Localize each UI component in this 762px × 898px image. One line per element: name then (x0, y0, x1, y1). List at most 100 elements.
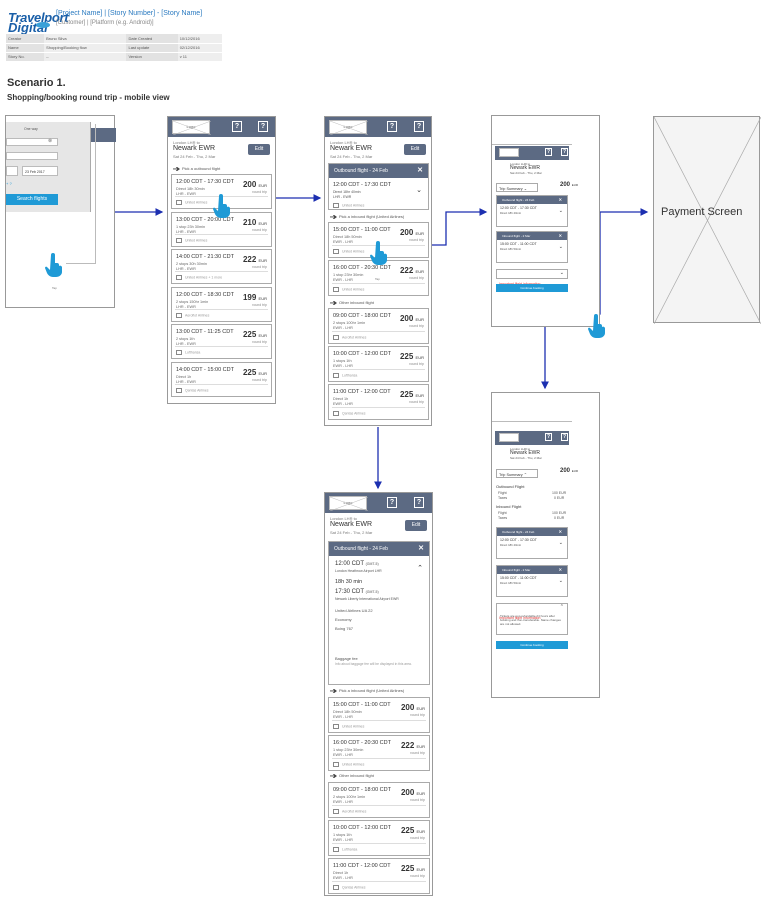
close-icon[interactable]: ✕ (417, 167, 423, 174)
continue-booking-button[interactable]: Continue booking (496, 641, 568, 649)
airline-row: United Airlines (333, 249, 364, 254)
airline-logo-icon (176, 350, 182, 355)
plane-icon (330, 214, 337, 219)
outbound-label: Outbound Flight (496, 484, 525, 489)
help-icon[interactable]: ? (258, 121, 268, 132)
app-header: Logo ? ? (325, 117, 431, 137)
outbound-summary-card[interactable]: Outbound flight - 24 Feb✕ 12:00 CDT - 17… (496, 527, 568, 559)
search-flights-button[interactable]: Search flights (6, 194, 58, 205)
baggage-title: Baggage fee (335, 656, 358, 661)
help-icon[interactable]: ? (545, 433, 552, 441)
flight-route: LHR - EWR (176, 304, 196, 309)
help-icon[interactable]: ? (414, 121, 424, 132)
help-icon[interactable]: ? (387, 497, 397, 508)
flight-info: Direct 18h 30min (176, 187, 205, 191)
flight-info: Direct 18h 50min (333, 235, 362, 239)
chevron-down-icon[interactable]: ⌄ (558, 208, 563, 214)
airline-logo-icon (333, 847, 339, 852)
airline-row: Lufthansa (176, 350, 200, 355)
price-value: 222 (400, 741, 415, 750)
from-field[interactable] (6, 138, 58, 146)
placeholder-cross (653, 116, 762, 325)
route-origin: London LHR to (330, 140, 357, 145)
trip-summary-select[interactable]: Trip Summary ⌄ (496, 183, 538, 192)
airline-logo-icon (176, 387, 182, 393)
flight-time: 11:00 CDT - 12:00 CDT (333, 863, 391, 869)
close-icon[interactable]: ✕ (558, 529, 562, 534)
airline-row: United Airlines (333, 724, 364, 729)
important-info-panel[interactable]: Important flight information⌃ Tickets ar… (496, 603, 568, 635)
flight-price: 222 EUR (400, 266, 424, 275)
continue-booking-button[interactable]: Continue booking (496, 284, 568, 292)
airline-row: United Airlines (176, 200, 207, 205)
chevron-down-icon[interactable]: ⌄ (558, 540, 563, 546)
clear-icon[interactable]: ⊗ (48, 138, 53, 144)
depart-field[interactable] (6, 166, 18, 176)
help-icon[interactable]: ? (232, 121, 242, 132)
flight-time: 12:00 CDT - 18:30 CDT (176, 291, 234, 298)
section-label: Other inbound flight (339, 300, 374, 305)
divider (332, 805, 426, 806)
section-title: Other inbound flight (330, 773, 374, 778)
outbound-summary-card[interactable]: Outbound flight - 24 Feb✕ 12:00 CDT - 17… (496, 195, 568, 227)
return-field[interactable]: 23 Feb 2017 (22, 166, 58, 176)
trip-summary-select[interactable]: Trip Summary ⌃ (496, 469, 538, 478)
edit-button[interactable]: Edit (248, 144, 270, 155)
meta-key: Last update (126, 43, 178, 53)
meta-value: 10/12/2016 (177, 34, 222, 44)
chevron-up-icon[interactable]: ⌃ (417, 565, 423, 572)
flight-price: 200 EUR (401, 703, 425, 712)
selected-outbound-card[interactable]: Outbound flight - 24 Feb✕ 12:00 CDT - 17… (328, 163, 429, 210)
airline-row: Qantas Airlines (176, 387, 209, 393)
inbound-summary-card[interactable]: Inbound flight - 2 Mar✕ 15:00 CDT - 11:0… (496, 565, 568, 597)
price-value: 222 (242, 255, 257, 264)
close-icon[interactable]: ✕ (558, 233, 562, 238)
tap-label: Tap (375, 277, 380, 281)
tap-label: Tap (52, 286, 57, 290)
airline-logo-icon (333, 885, 339, 890)
airline-name: Aeroflot Airlines (342, 335, 367, 340)
flight-time: 16:00 CDT - 20:30 CDT (333, 265, 391, 271)
logo-placeholder: Logo (329, 496, 368, 511)
chevron-down-icon[interactable]: ⌄ (416, 187, 422, 194)
close-icon[interactable]: ✕ (558, 567, 562, 572)
important-info-toggle[interactable]: Important flight information⌄ (496, 269, 568, 286)
close-icon[interactable]: ✕ (558, 197, 562, 202)
chevron-down-icon[interactable]: ⌄ (558, 578, 563, 584)
inbound-summary-card[interactable]: Inbound flight - 2 Mar✕ 15:00 CDT - 11:0… (496, 231, 568, 263)
round-trip-label: round trip (410, 798, 425, 802)
outbound-header: Outbound flight - 24 Feb✕ (329, 164, 428, 178)
help-icon[interactable]: ? (561, 148, 568, 156)
airline-name: United Airlines (342, 724, 365, 729)
expanded-outbound-card[interactable]: Outbound flight - 24 Feb✕ 12:00 CDT (GMT… (328, 541, 430, 685)
help-icon[interactable]: ? (561, 433, 568, 441)
edit-button[interactable]: Edit (405, 520, 427, 531)
chevron-down-icon[interactable]: ⌄ (558, 244, 563, 250)
help-icon[interactable]: ? (387, 121, 397, 132)
close-icon[interactable]: ✕ (418, 545, 424, 552)
meta-value: -- (44, 52, 127, 62)
airline-name: United Airlines (185, 237, 208, 242)
chevron-down-icon: ⌄ (559, 270, 564, 276)
add-icon[interactable]: + ? (6, 181, 12, 186)
section-title: Pick a outbound flight (173, 166, 220, 171)
divider (332, 843, 426, 844)
inbound-header-label: Inbound flight - 2 Mar (502, 568, 531, 572)
flight-time: 11:00 CDT - 12:00 CDT (333, 389, 391, 395)
help-icon[interactable]: ? (414, 497, 424, 508)
to-field[interactable] (6, 152, 58, 160)
help-icon[interactable]: ? (545, 148, 552, 156)
edit-button[interactable]: Edit (404, 144, 426, 155)
